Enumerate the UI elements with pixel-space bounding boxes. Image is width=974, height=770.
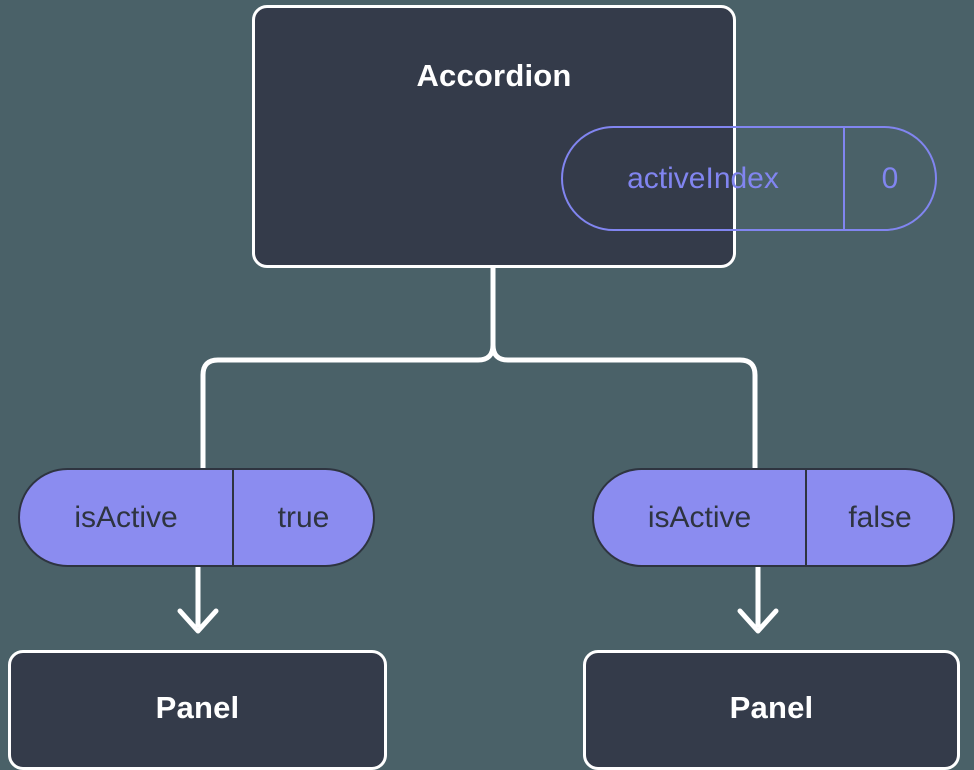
prop-badge-is-active-true[interactable]: isActive true: [18, 468, 375, 567]
node-accordion[interactable]: Accordion activeIndex 0: [252, 5, 937, 268]
state-badge-active-index[interactable]: activeIndex 0: [561, 126, 937, 231]
prop-badge-is-active-false[interactable]: isActive false: [592, 468, 955, 567]
node-panel-right[interactable]: Panel: [583, 650, 960, 770]
node-accordion-title: Accordion: [416, 58, 572, 93]
node-panel-left-title: Panel: [155, 689, 240, 725]
connector-trunk-split: [200, 265, 496, 471]
connector-trunk-split-right: [490, 265, 758, 471]
state-badge-active-index-key: activeIndex: [563, 128, 845, 229]
state-badge-active-index-value: 0: [881, 161, 899, 195]
arrow-down-icon-left: [177, 608, 219, 634]
prop-badge-is-active-true-value: true: [277, 500, 330, 534]
prop-badge-is-active-false-value: false: [848, 500, 912, 534]
prop-badge-is-active-true-key: isActive: [20, 470, 234, 565]
node-panel-left[interactable]: Panel: [8, 650, 387, 770]
prop-badge-is-active-false-key: isActive: [594, 470, 807, 565]
node-panel-right-title: Panel: [729, 689, 814, 725]
arrow-down-icon-right: [737, 608, 779, 634]
